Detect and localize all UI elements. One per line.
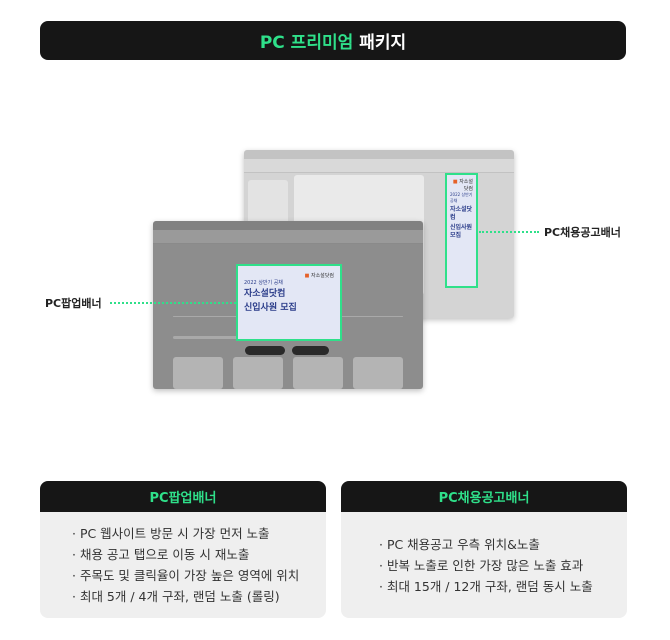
popup-connector <box>110 302 236 304</box>
side-banner: ■ 자소설닷컴 2022 상반기 공채 자소설닷컴 신입사원 모집 <box>445 173 478 288</box>
side-banner-card: PC채용공고배너 · PC 채용공고 우측 위치&노출 · 반복 노출로 인한 … <box>341 481 627 618</box>
list-item: · PC 웹사이트 방문 시 가장 먼저 노출 <box>72 526 270 541</box>
list-item: · PC 채용공고 우측 위치&노출 <box>379 537 540 552</box>
popup-banner: ■ 자소설닷컴 2022 상반기 공채 자소설닷컴 신입사원 모집 <box>236 264 342 341</box>
popup-banner-card: PC팝업배너 · PC 웹사이트 방문 시 가장 먼저 노출 · 채용 공고 탭… <box>40 481 326 618</box>
side-label: PC채용공고배너 <box>544 226 621 239</box>
close-button <box>292 346 329 355</box>
list-item: · 최대 5개 / 4개 구좌, 랜덤 노출 (롤링) <box>72 589 280 604</box>
list-item: · 반복 노출로 인한 가장 많은 노출 효과 <box>379 558 584 573</box>
popup-label: PC팝업배너 <box>45 297 102 310</box>
brand-logo: ■ 자소설닷컴 <box>304 273 334 279</box>
close-today-button <box>245 346 285 355</box>
brand-logo: ■ 자소설닷컴 <box>452 179 473 192</box>
list-item: · 최대 15개 / 12개 구좌, 랜덤 동시 노출 <box>379 579 593 594</box>
list-item: · 주목도 및 클릭율이 가장 높은 영역에 위치 <box>72 568 300 583</box>
list-item: · 채용 공고 탭으로 이동 시 재노출 <box>72 547 250 562</box>
side-connector <box>479 231 539 233</box>
